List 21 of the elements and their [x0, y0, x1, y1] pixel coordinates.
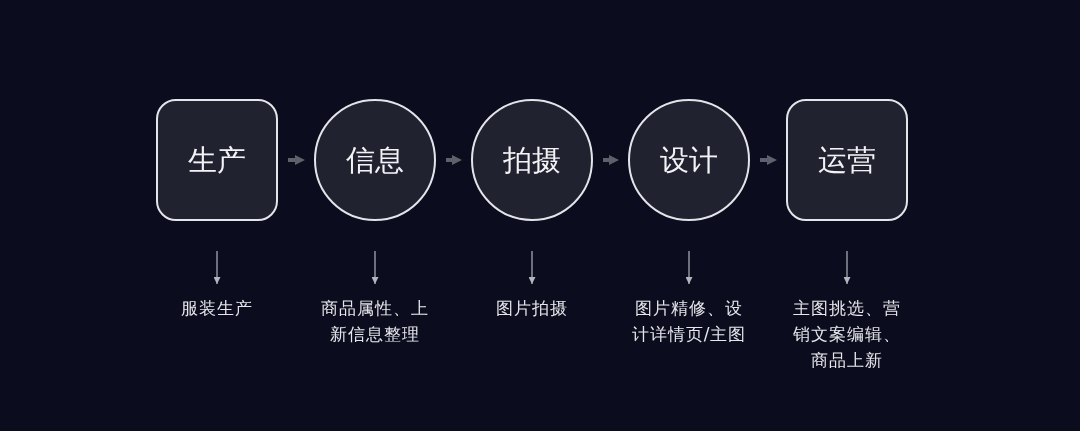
step-title: 信息 — [346, 142, 404, 178]
step-description: 服装生产 — [181, 295, 253, 321]
step-description: 图片拍摄 — [496, 295, 568, 321]
arrow — [371, 250, 379, 285]
step-description: 主图挑选、营销文案编辑、商品上新 — [787, 295, 907, 373]
step-description: 图片精修、设计详情页/主图 — [629, 295, 749, 347]
step-title: 设计 — [660, 142, 718, 178]
step-card — [156, 99, 278, 221]
arrow — [528, 250, 536, 285]
arrow — [446, 155, 462, 165]
step-card — [786, 99, 908, 221]
step-description: 商品属性、上新信息整理 — [315, 295, 435, 347]
arrow — [603, 155, 619, 165]
step-title: 运营 — [818, 142, 876, 178]
step-title: 生产 — [188, 142, 246, 178]
arrow — [843, 250, 851, 285]
arrow — [685, 250, 693, 285]
step-title: 拍摄 — [503, 142, 561, 178]
arrow — [288, 155, 305, 165]
arrow — [213, 250, 221, 285]
arrow — [760, 155, 777, 165]
